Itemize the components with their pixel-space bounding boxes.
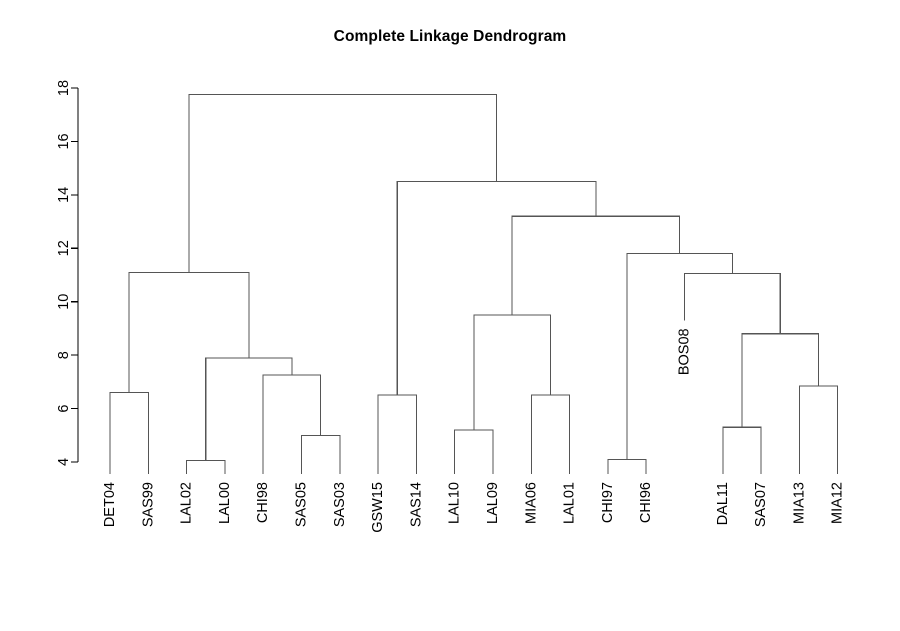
leaf-label-sas07: SAS07 — [753, 482, 769, 527]
y-axis-tick-label: 14 — [56, 187, 72, 203]
dendrogram-link — [741, 333, 820, 428]
dendrogram-link — [626, 253, 733, 460]
leaf-label-det04: DET04 — [102, 482, 118, 527]
dendrogram-link — [377, 394, 417, 475]
y-axis: 4 6 8 10 12 14 16 18 — [56, 80, 79, 466]
dendrogram-links — [109, 94, 839, 475]
y-axis-tick-label: 16 — [56, 133, 72, 149]
leaf-label-sas05: SAS05 — [294, 482, 310, 527]
dendrogram-link — [798, 385, 839, 475]
y-axis-tick-label: 18 — [56, 80, 72, 96]
dendrogram-link — [473, 314, 551, 430]
dendrogram-link — [511, 215, 681, 316]
dendrogram-link — [530, 394, 571, 475]
leaf-label-lal09: LAL09 — [485, 482, 501, 524]
leaf-label-chi96: CHI96 — [638, 482, 654, 523]
dendrogram-link — [454, 429, 494, 475]
leaf-label-sas03: SAS03 — [332, 482, 348, 527]
dendrogram-link — [300, 434, 341, 475]
dendrogram-link — [607, 458, 647, 475]
leaf-label-lal00: LAL00 — [217, 482, 233, 524]
leaf-label-sas99: SAS99 — [140, 482, 156, 527]
leaf-label-sas14: SAS14 — [408, 482, 424, 527]
leaf-label-bos08: BOS08 — [677, 328, 693, 375]
leaf-label-chi97: CHI97 — [600, 482, 616, 523]
leaf-labels: DET04 SAS99 LAL02 LAL00 CHI98 SAS05 SAS03 GSW15… — [102, 328, 846, 532]
dendrogram-link — [205, 357, 293, 461]
leaf-label-mia12: MIA12 — [830, 482, 846, 524]
y-axis-tick-label: 12 — [56, 240, 72, 256]
dendrogram-link — [128, 271, 250, 393]
y-axis-tick-label: 4 — [56, 458, 72, 466]
leaf-label-gsw15: GSW15 — [370, 482, 386, 533]
y-axis-tick-label: 10 — [56, 294, 72, 310]
leaf-label-chi98: CHI98 — [255, 482, 271, 523]
dendrogram-link — [683, 273, 781, 334]
dendrogram-link — [186, 460, 226, 475]
leaf-label-mia13: MIA13 — [791, 482, 807, 524]
leaf-label-lal01: LAL01 — [562, 482, 578, 524]
dendrogram-link — [396, 180, 597, 396]
dendrogram-link — [188, 94, 498, 273]
dendrogram-link — [722, 426, 762, 475]
y-axis-tick-label: 8 — [56, 351, 72, 359]
leaf-label-dal11: DAL11 — [715, 482, 731, 525]
dendrogram-link — [262, 374, 322, 475]
page-title: Complete Linkage Dendrogram — [333, 28, 567, 45]
leaf-label-lal02: LAL02 — [179, 482, 195, 524]
dendrogram-link — [109, 392, 149, 475]
y-axis-tick-label: 6 — [56, 405, 72, 413]
leaf-label-mia06: MIA06 — [523, 482, 539, 524]
leaf-label-lal10: LAL10 — [447, 482, 463, 524]
